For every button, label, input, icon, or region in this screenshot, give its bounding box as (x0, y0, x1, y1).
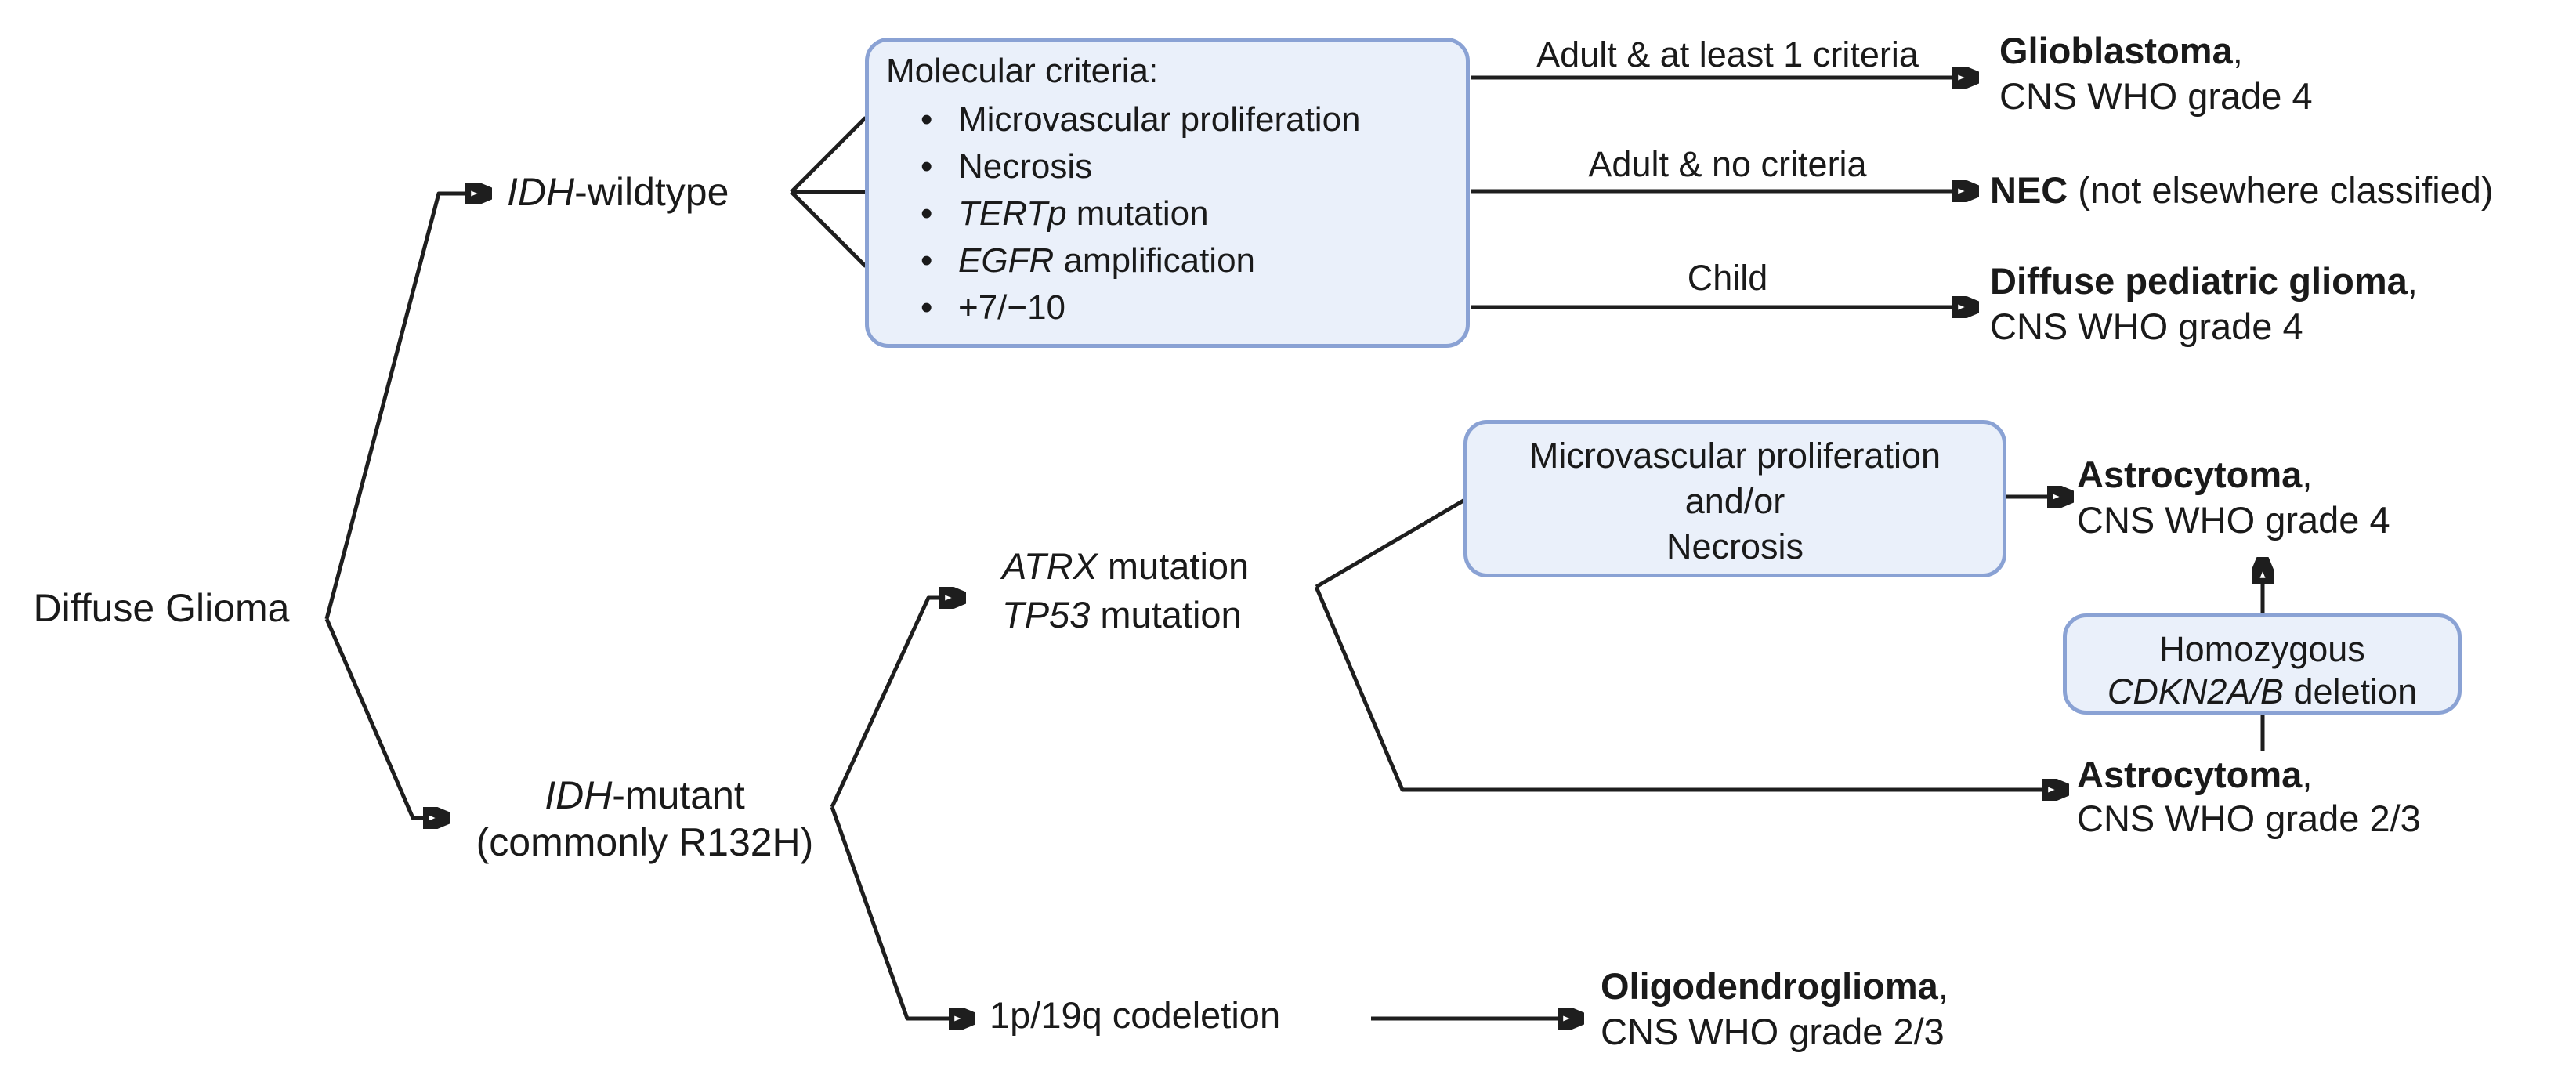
idh-mutant-sub: (commonly R132H) (476, 820, 814, 864)
outcome-astrocytoma-grade4: Astrocytoma, CNS WHO grade 4 (2077, 452, 2390, 543)
gene-cdkn2ab: CDKN2A/B (2107, 671, 2284, 711)
line-atrx-to-mvp-box (1315, 496, 1469, 589)
node-1p19q-codeletion: 1p/19q codeletion (990, 994, 1281, 1036)
cdkn2ab-deletion-box: Homozygous CDKN2A/B deletion (2063, 613, 2462, 715)
bullet-icon: • (921, 147, 933, 186)
gene-tertp: TERTp (958, 194, 1067, 233)
criteria-item-microvascular: •Microvascular proliferation (869, 96, 1466, 143)
outcome-glioblastoma-name: Glioblastoma, (1999, 30, 2243, 71)
molecular-criteria-list: •Microvascular proliferation •Necrosis •… (869, 96, 1466, 331)
outcome-astrocytoma23-grade: CNS WHO grade 2/3 (2077, 798, 2421, 839)
gene-egfr: EGFR (958, 241, 1055, 280)
outcome-nec: NEC (not elsewhere classified) (1990, 169, 2494, 211)
line-wildtype-to-box-lower (790, 190, 867, 268)
arrow-atrx-to-astrocytoma-23 (1314, 586, 2045, 790)
outcome-oligo-name: Oligodendroglioma, (1601, 965, 1948, 1007)
outcome-glioblastoma: Glioblastoma, CNS WHO grade 4 (1999, 28, 2313, 119)
line-wildtype-to-box-upper (790, 116, 867, 194)
branch-label-child: Child (1687, 258, 1768, 298)
gene-atrx: ATRX (1002, 545, 1098, 587)
tp53-mutation-line: TP53 mutation (1002, 594, 1242, 635)
mvp-necrosis-box: Microvascular proliferation and/or Necro… (1463, 420, 2006, 577)
criteria-item-tertp: •TERTp mutation (869, 190, 1466, 237)
node-idh-mutant: IDH-mutant (commonly R132H) (437, 772, 852, 866)
criteria-item-necrosis: •Necrosis (869, 143, 1466, 190)
arrow-root-to-idh-mutant (324, 618, 425, 818)
molecular-criteria-box: Molecular criteria: •Microvascular proli… (865, 38, 1470, 348)
outcome-astrocytoma-grade23: Astrocytoma, CNS WHO grade 2/3 (2077, 753, 2421, 841)
gene-idh: IDH (507, 170, 575, 214)
outcome-glioblastoma-grade: CNS WHO grade 4 (1999, 75, 2313, 117)
arrow-root-to-idh-wildtype (324, 194, 468, 620)
arrow-mutant-to-atrx (830, 598, 942, 809)
node-diffuse-glioma-label: Diffuse Glioma (33, 586, 290, 630)
outcome-pediatric-name: Diffuse pediatric glioma, (1990, 260, 2418, 302)
gene-tp53: TP53 (1002, 594, 1091, 635)
criteria-item-7-10: •+7/−10 (869, 284, 1466, 331)
branch-label-adult-at-least-1: Adult & at least 1 criteria (1536, 34, 1919, 74)
atrx-mutation-line: ATRX mutation (1002, 545, 1250, 587)
arrow-mutant-to-codeletion (830, 806, 951, 1019)
node-atrx-tp53: ATRX mutation TP53 mutation (1002, 542, 1249, 639)
bullet-icon: • (921, 194, 933, 233)
node-idh-wildtype: IDH-wildtype (507, 170, 729, 214)
outcome-pediatric-grade: CNS WHO grade 4 (1990, 306, 2303, 347)
idh-mutant-line: IDH-mutant (545, 773, 745, 817)
criteria-item-egfr: •EGFR amplification (869, 237, 1466, 284)
outcome-oligodendroglioma: Oligodendroglioma, CNS WHO grade 2/3 (1601, 964, 1948, 1055)
gene-idh: IDH (545, 773, 613, 817)
bullet-icon: • (921, 288, 933, 327)
node-diffuse-glioma: Diffuse Glioma (13, 586, 310, 630)
outcome-astrocytoma4-grade: CNS WHO grade 4 (2077, 499, 2390, 541)
bullet-icon: • (921, 100, 933, 139)
outcome-pediatric-glioma: Diffuse pediatric glioma, CNS WHO grade … (1990, 259, 2418, 349)
branch-label-adult-no-criteria: Adult & no criteria (1588, 144, 1867, 184)
outcome-astrocytoma4-name: Astrocytoma, (2077, 454, 2313, 495)
molecular-criteria-title: Molecular criteria: (886, 52, 1159, 90)
cdkn-gene-line: CDKN2A/B deletion (2107, 671, 2418, 711)
bullet-icon: • (921, 241, 933, 280)
outcome-oligo-grade: CNS WHO grade 2/3 (1601, 1011, 1945, 1052)
outcome-astrocytoma23-name: Astrocytoma, (2077, 754, 2313, 795)
